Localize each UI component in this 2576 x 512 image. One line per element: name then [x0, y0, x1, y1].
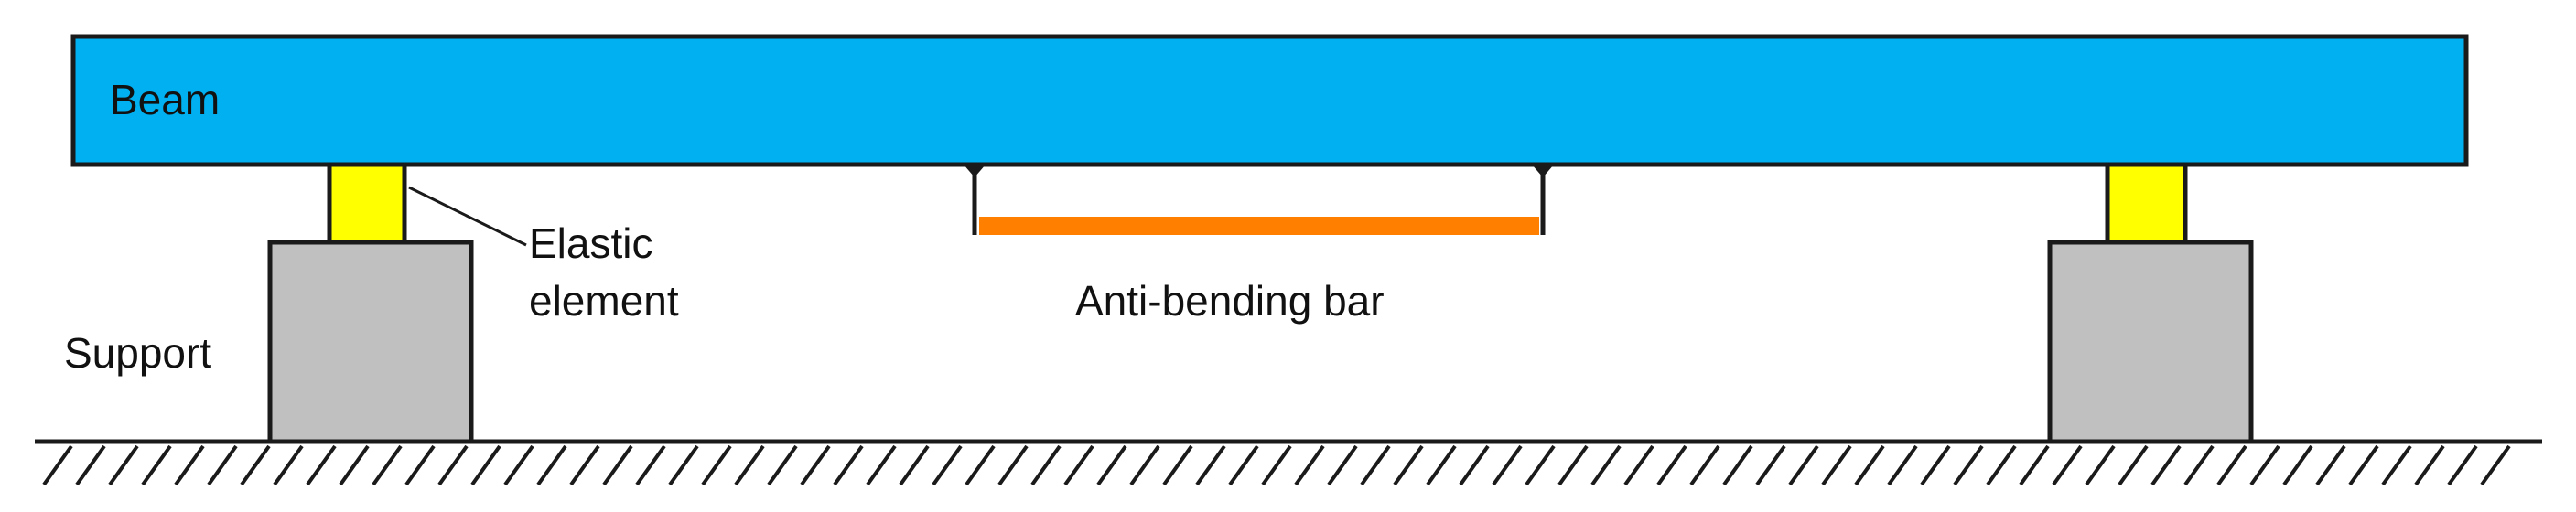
- ground-hatch-mark: [1426, 444, 1457, 486]
- ground-hatch-mark: [2150, 444, 2182, 486]
- ground-hatch-mark: [1755, 444, 1786, 486]
- ground-hatch-mark: [240, 444, 271, 486]
- ground-hatch-mark: [1590, 444, 1622, 486]
- ground-hatching: [42, 444, 2511, 486]
- ground-hatch-mark: [1294, 444, 1325, 486]
- ground-hatch-mark: [404, 444, 436, 486]
- ground-hatch-mark: [437, 444, 469, 486]
- ground-hatch-mark: [1327, 444, 1358, 486]
- ground-hatch-mark: [141, 444, 172, 486]
- elastic-label-line1: Elastic: [529, 219, 652, 267]
- ground-hatch-mark: [174, 444, 205, 486]
- ground-hatch-mark: [2118, 444, 2149, 486]
- ground-hatch-mark: [1030, 444, 1062, 486]
- ground-hatch-mark: [536, 444, 567, 486]
- ground-hatch-mark: [833, 444, 864, 486]
- anti-bending-label: Anti-bending bar: [1075, 277, 1385, 325]
- ground-hatch-mark: [2381, 444, 2412, 486]
- ground-hatch-mark: [1689, 444, 1720, 486]
- ground-hatch-mark: [1228, 444, 1259, 486]
- ground-hatch-mark: [1492, 444, 1523, 486]
- anti-bending-hanger-left: [964, 165, 986, 235]
- ground-hatch-mark: [602, 444, 633, 486]
- ground-hatch-mark: [1953, 444, 1984, 486]
- ground-hatch-mark: [2216, 444, 2247, 486]
- ground-hatch-mark: [1195, 444, 1226, 486]
- ground-hatch-mark: [2085, 444, 2116, 486]
- ground-hatch-mark: [1788, 444, 1819, 486]
- ground-hatch-mark: [1261, 444, 1292, 486]
- ground-hatch-mark: [1821, 444, 1852, 486]
- ground-hatch-mark: [1722, 444, 1753, 486]
- ground-hatch-mark: [932, 444, 963, 486]
- ground-hatch-mark: [2183, 444, 2215, 486]
- ground-hatch-mark: [866, 444, 897, 486]
- ground-hatch-mark: [767, 444, 798, 486]
- ground-hatch-mark: [668, 444, 699, 486]
- ground-hatch-mark: [1623, 444, 1654, 486]
- ground-hatch-mark: [108, 444, 139, 486]
- ground-hatch-mark: [1920, 444, 1951, 486]
- beam: [70, 34, 2469, 167]
- ground-hatch-mark: [306, 444, 337, 486]
- elastic-element-left: [327, 162, 407, 245]
- ground-hatch-mark: [1459, 444, 1490, 486]
- ground-hatch-mark: [701, 444, 732, 486]
- ground-hatch-mark: [1656, 444, 1687, 486]
- ground-hatch-mark: [2447, 444, 2478, 486]
- support-label: Support: [64, 329, 211, 377]
- ground-hatch-mark: [2249, 444, 2280, 486]
- elastic-element-right: [2105, 162, 2188, 245]
- ground-hatch-mark: [207, 444, 238, 486]
- ground-hatch-mark: [965, 444, 996, 486]
- ground-hatch-mark: [1557, 444, 1589, 486]
- ground-hatch-mark: [1887, 444, 1918, 486]
- anti-bending-bar: [979, 217, 1539, 235]
- ground-hatch-mark: [2315, 444, 2346, 486]
- ground-hatch-mark: [2282, 444, 2313, 486]
- ground-hatch-mark: [372, 444, 403, 486]
- ground-hatch-mark: [2348, 444, 2379, 486]
- ground-hatch-mark: [2414, 444, 2445, 486]
- ground-hatch-mark: [1854, 444, 1885, 486]
- ground-hatch-mark: [800, 444, 831, 486]
- ground-hatch-mark: [1360, 444, 1391, 486]
- ground-hatch-mark: [997, 444, 1029, 486]
- beam-label: Beam: [110, 76, 220, 123]
- elastic-leader-line: [408, 186, 527, 247]
- support-right: [2047, 240, 2254, 444]
- anti-bending-hanger-right: [1532, 165, 1554, 235]
- ground-hatch-mark: [734, 444, 765, 486]
- ground-hatch-mark: [470, 444, 501, 486]
- elastic-label-line2: element: [529, 277, 679, 325]
- ground-hatch-mark: [899, 444, 930, 486]
- ground-hatch-mark: [503, 444, 534, 486]
- ground-hatch-mark: [2052, 444, 2083, 486]
- ground-hatch-mark: [1096, 444, 1127, 486]
- ground-hatch-mark: [569, 444, 600, 486]
- ground-hatch-mark: [339, 444, 370, 486]
- ground-hatch-mark: [1525, 444, 1556, 486]
- ground-hatch-mark: [1986, 444, 2017, 486]
- ground-hatch-mark: [75, 444, 106, 486]
- ground-hatch-mark: [635, 444, 666, 486]
- ground-hatch-mark: [1162, 444, 1193, 486]
- ground-hatch-mark: [42, 444, 73, 486]
- ground-hatch-mark: [2480, 444, 2511, 486]
- ground-hatch-mark: [273, 444, 304, 486]
- ground-hatch-mark: [1063, 444, 1094, 486]
- support-left: [267, 240, 474, 444]
- ground-hatch-mark: [1129, 444, 1160, 486]
- ground-hatch-mark: [1393, 444, 1424, 486]
- ground-hatch-mark: [2019, 444, 2050, 486]
